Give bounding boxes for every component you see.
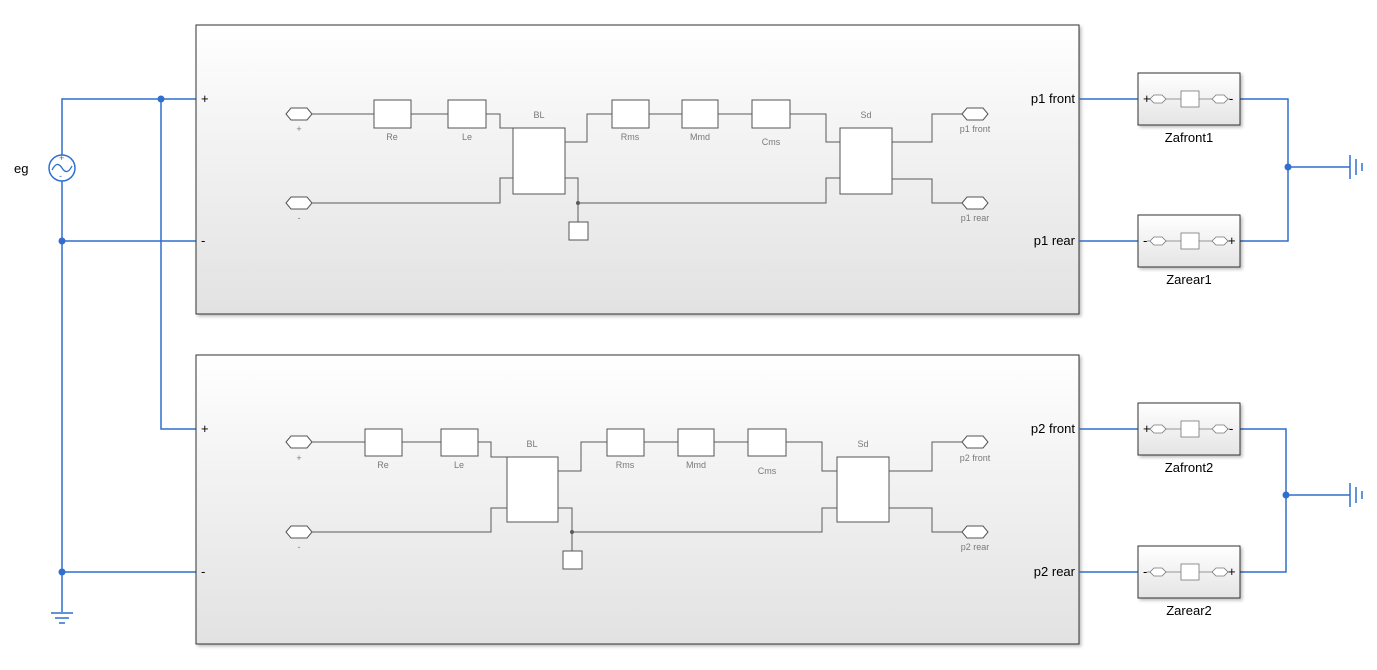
sub2-le-label: Le (454, 460, 464, 470)
subsystem-2[interactable]: + - p2 front p2 rear + - (195, 354, 1080, 645)
sub2-inner-minus-label: - (298, 542, 301, 552)
sub1-re-label: Re (386, 132, 398, 142)
right-wiring (1079, 98, 1350, 573)
impedance-block-zafront1[interactable] (1137, 72, 1241, 126)
sub1-le-label: Le (462, 132, 472, 142)
sub2-inner-port-front[interactable] (961, 435, 989, 449)
sub2-bl-block[interactable] (506, 456, 559, 523)
sub1-inner-rear-label: p1 rear (961, 213, 990, 223)
svg-text:-: - (59, 171, 62, 181)
sub2-rms-block[interactable] (606, 428, 645, 457)
sub2-inner-front-label: p2 front (960, 453, 991, 463)
sub2-reference-block[interactable] (562, 550, 583, 570)
sub1-inner-wiring (312, 113, 962, 222)
sub2-le-block[interactable] (440, 428, 479, 457)
sub1-inner-plus-label: + (296, 124, 301, 134)
sub2-mmd-block[interactable] (677, 428, 715, 457)
zafront1-right-sign: - (1229, 91, 1233, 106)
sub1-inner-minus-label: - (298, 213, 301, 223)
impedance-block-zafront2[interactable] (1137, 402, 1241, 456)
subsystem-1[interactable]: + - p1 front p1 rear + - (195, 24, 1080, 315)
impedance-block-zarear1[interactable] (1137, 214, 1241, 268)
zafront2-left-sign: + (1143, 421, 1151, 436)
sub1-in-minus-label: - (201, 233, 205, 248)
ground-icon[interactable] (1349, 483, 1363, 507)
zarear1-label: Zarear1 (1166, 272, 1212, 287)
sub2-sd-label: Sd (857, 439, 868, 449)
sub2-rms-label: Rms (616, 460, 635, 470)
sub2-inner-port-plus[interactable] (285, 435, 313, 449)
zarear1-right-sign: + (1228, 233, 1236, 248)
sub2-inner-port-rear[interactable] (961, 525, 989, 539)
ground-icon[interactable] (51, 612, 73, 624)
sub1-rms-label: Rms (621, 132, 640, 142)
sub1-sd-label: Sd (860, 110, 871, 120)
junction-dots (58, 95, 165, 576)
zarear2-label: Zarear2 (1166, 603, 1212, 618)
zafront1-label: Zafront1 (1165, 130, 1213, 145)
zarear2-right-sign: + (1228, 564, 1236, 579)
zarear1-left-sign: - (1143, 233, 1147, 248)
sub1-inner-junction (576, 201, 580, 205)
sub2-re-label: Re (377, 460, 389, 470)
sub1-mmd-label: Mmd (690, 132, 710, 142)
sub1-rms-block[interactable] (611, 99, 650, 129)
sub2-re-block[interactable] (364, 428, 403, 457)
sub1-inner-port-minus[interactable] (285, 196, 313, 210)
sub1-inner-port-plus[interactable] (285, 107, 313, 121)
sub2-out-rear-label: p2 rear (1034, 564, 1076, 579)
sub1-bl-label: BL (533, 110, 544, 120)
sub2-mmd-label: Mmd (686, 460, 706, 470)
sub2-out-front-label: p2 front (1031, 421, 1075, 436)
zafront2-label: Zafront2 (1165, 460, 1213, 475)
sub1-out-front-label: p1 front (1031, 91, 1075, 106)
sub1-cms-block[interactable] (751, 99, 791, 129)
sub2-inner-wiring (312, 441, 962, 551)
sub1-inner-port-front[interactable] (961, 107, 989, 121)
sub2-bl-label: BL (526, 439, 537, 449)
sub1-cms-label: Cms (762, 137, 781, 147)
svg-text:+: + (59, 153, 64, 163)
source-wiring (61, 98, 196, 612)
sub2-cms-block[interactable] (747, 428, 787, 457)
sub1-inner-front-label: p1 front (960, 124, 991, 134)
sub1-bl-block[interactable] (512, 127, 566, 195)
sub2-in-plus-label: + (201, 421, 209, 436)
sub1-mmd-block[interactable] (681, 99, 719, 129)
right-junction-dots (1282, 163, 1292, 499)
sub2-cms-label: Cms (758, 466, 777, 476)
impedance-block-zarear2[interactable] (1137, 545, 1241, 599)
sub2-sd-block[interactable] (836, 456, 890, 523)
sub1-out-rear-label: p1 rear (1034, 233, 1076, 248)
sub2-inner-rear-label: p2 rear (961, 542, 990, 552)
sub2-inner-port-minus[interactable] (285, 525, 313, 539)
sub1-le-block[interactable] (447, 99, 487, 129)
source-label: eg (14, 161, 28, 176)
sub1-sd-block[interactable] (839, 127, 893, 195)
ground-icon[interactable] (1349, 155, 1363, 179)
sub2-in-minus-label: - (201, 564, 205, 579)
sub2-inner-plus-label: + (296, 453, 301, 463)
zafront2-right-sign: - (1229, 421, 1233, 436)
sub1-re-block[interactable] (373, 99, 412, 129)
sub1-inner-port-rear[interactable] (961, 196, 989, 210)
sub2-inner-junction (570, 530, 574, 534)
sub1-in-plus-label: + (201, 91, 209, 106)
ac-voltage-source[interactable]: + - (48, 153, 76, 182)
zafront1-left-sign: + (1143, 91, 1151, 106)
sub1-reference-block[interactable] (568, 221, 589, 241)
zarear2-left-sign: - (1143, 564, 1147, 579)
